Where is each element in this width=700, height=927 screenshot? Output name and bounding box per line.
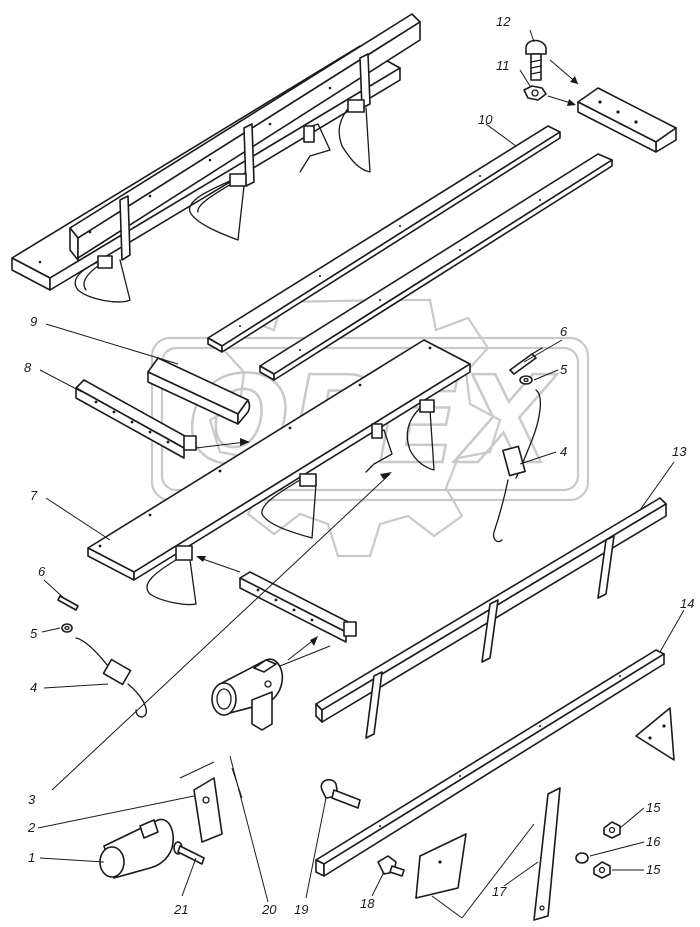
callout-15-upper: 15 [646,800,661,815]
part-19-bolt [320,778,361,809]
part-12-bolt [525,39,547,81]
callout-10: 10 [478,112,493,127]
watermark-frame-inner [160,346,580,492]
part-14-rail [315,649,665,877]
callout-14: 14 [680,596,694,611]
callout-7: 7 [30,488,38,503]
callout-11: 11 [496,58,510,73]
callout-12: 12 [496,14,511,29]
part-10-board-lower [259,153,613,381]
part-10-board-upper [207,125,561,353]
part-11-nut [523,85,547,101]
callout-8: 8 [24,360,32,375]
part-13-rail [315,497,667,739]
callout-4-left: 4 [30,680,37,695]
part-8-strip [75,379,197,459]
callout-20: 20 [261,902,277,917]
callout-16: 16 [646,834,661,849]
bracket-top [577,87,677,153]
callout-6-right: 6 [560,324,568,339]
callout-6-left: 6 [38,564,46,579]
part-2-plate [193,777,223,843]
callout-5-right: 5 [560,362,568,377]
callout-18: 18 [360,896,375,911]
callout-19: 19 [294,902,308,917]
callout-17: 17 [492,884,507,899]
callout-13: 13 [672,444,687,459]
callout-1: 1 [28,850,35,865]
part-4-hook-right [492,389,542,543]
callout-leaders [37,29,685,899]
callout-4-right: 4 [560,444,567,459]
part-16-washer [575,852,589,864]
part-3-strip [239,571,357,643]
callout-15-lower: 15 [646,862,661,877]
part-15-nut-upper [603,821,621,839]
part-17-stake [533,787,561,921]
bench-assembly-top [11,13,421,303]
watermark-gear [208,298,502,558]
part-6-pin-left [57,595,79,611]
callout-5-left: 5 [30,626,38,641]
part-4-hook-left [75,637,147,718]
part-5-washer-right [519,375,533,385]
callout-labels: 9 8 7 12 11 10 6 5 4 6 5 4 3 2 1 21 20 1… [24,14,694,917]
part-7-bench [87,339,471,606]
callout-3: 3 [28,792,36,807]
part-21-bolt [173,841,205,865]
part-20-socket [211,658,284,731]
callout-21: 21 [173,902,188,917]
part-1-sleeve [99,818,174,879]
callout-2: 2 [27,820,36,835]
part-5-washer-left [61,623,73,633]
part-18-bolt [377,855,405,877]
mount-plate [415,833,467,899]
triangle-plate [635,707,675,761]
part-9-pad [147,357,251,425]
callout-9: 9 [30,314,37,329]
part-15-nut-lower [593,861,611,879]
